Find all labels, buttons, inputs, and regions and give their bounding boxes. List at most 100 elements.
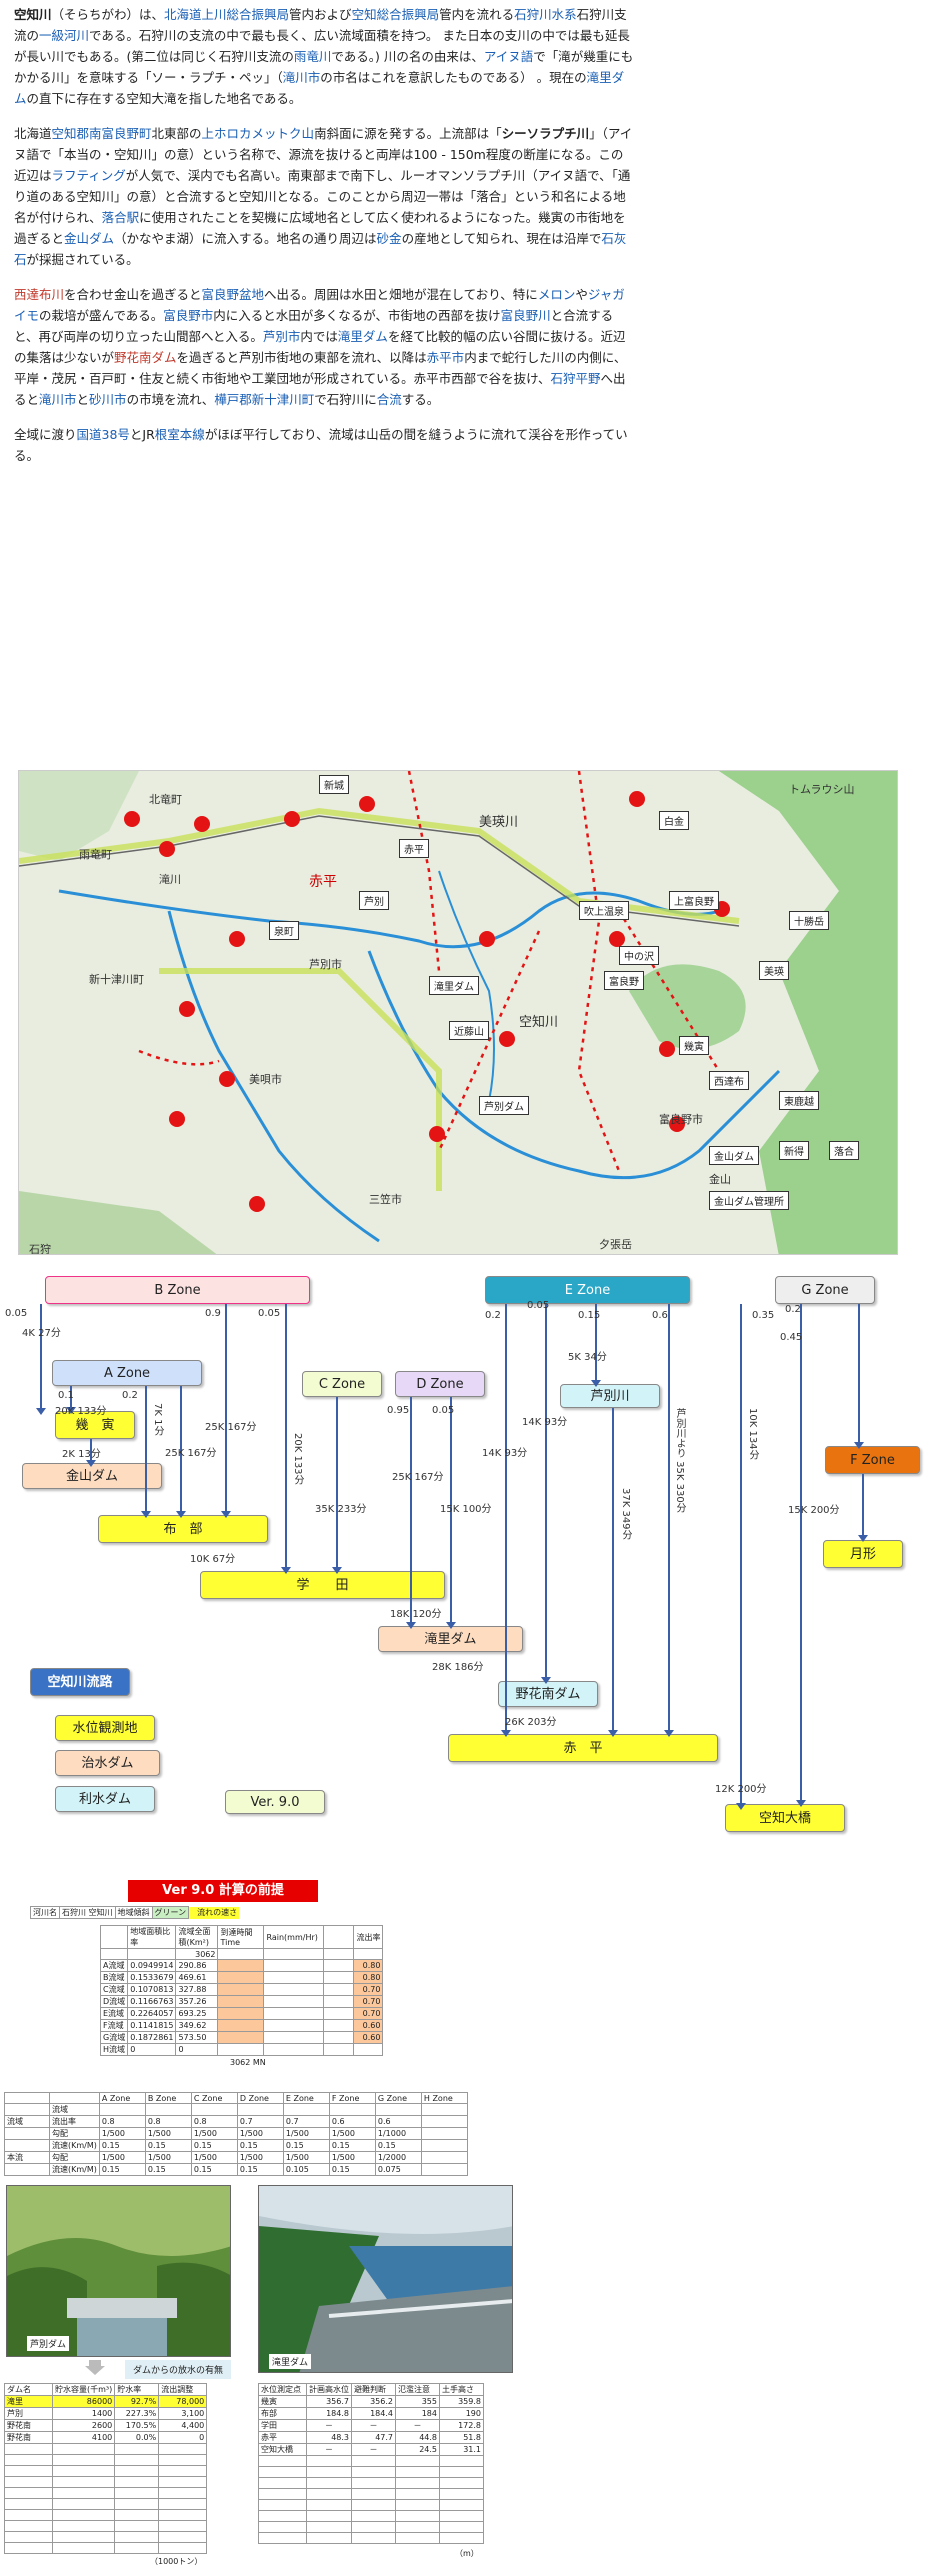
link[interactable]: 金山ダム [64,231,115,246]
link[interactable]: 滝川市 [282,70,321,85]
map-marker[interactable] [124,811,140,827]
map-marker[interactable] [194,816,210,832]
map-label[interactable]: 金山ダム管理所 [709,1191,789,1210]
a-zone-box[interactable]: A Zone [52,1360,202,1386]
map-label[interactable]: 新城 [319,775,349,794]
link[interactable]: 西達布川 [14,287,65,302]
gakuden-station[interactable]: 学 田 [200,1571,445,1599]
link[interactable]: ラフティング [51,168,126,183]
link[interactable]: 空知郡南富良野町 [51,126,152,141]
link[interactable]: 富良野盆地 [201,287,265,302]
link[interactable]: ジャガイモ [14,287,625,323]
map-marker[interactable] [669,1116,685,1132]
map-marker[interactable] [479,931,495,947]
link[interactable]: 滝里ダム [337,329,388,344]
text: である。石狩川の支流の中で最も長く、広い流域面積を持つ。 また日本の支川の中では… [14,28,630,64]
link[interactable]: 国道38号 [76,427,130,442]
map-label[interactable]: 金山ダム [709,1146,759,1165]
map-marker[interactable] [249,1196,265,1212]
map-label[interactable]: 落合 [829,1141,859,1160]
nunobe-station[interactable]: 布 部 [98,1515,268,1543]
link[interactable]: 富良野市 [163,308,214,323]
map-marker[interactable] [429,1126,445,1142]
takisato-dam-photo[interactable]: 滝里ダム [258,2185,513,2373]
map-label[interactable]: 白金 [659,811,689,830]
map-marker[interactable] [499,1031,515,1047]
link[interactable]: 滝川市 [39,392,77,407]
b-zone-box[interactable]: B Zone [45,1276,310,1304]
ashibetsu-river-box[interactable]: 芦別川 [560,1384,660,1408]
takisato-dam[interactable]: 滝里ダム [378,1626,523,1652]
map-label[interactable]: 泉町 [269,921,299,940]
map-marker[interactable] [359,796,375,812]
link[interactable]: メロン [537,287,576,302]
ikutora-station[interactable]: 幾 寅 [55,1411,135,1439]
map-label[interactable]: 幾寅 [679,1036,709,1055]
g-zone-box[interactable]: G Zone [775,1276,875,1304]
text: （そらちがわ）は、 [51,7,165,22]
map-label[interactable]: 吹上温泉 [579,901,629,920]
cell: 1/500 [236,2151,284,2164]
map-marker[interactable] [219,1071,235,1087]
cell: 流域 [4,2115,50,2128]
header-cell [49,2092,100,2104]
link[interactable]: 野花南ダム [114,350,177,365]
map-marker[interactable] [659,1041,675,1057]
cell: 0.60 [353,2019,384,2032]
cell: 本流 [4,2151,50,2164]
cell: 1/500 [328,2127,376,2140]
link[interactable]: 上ホロカメットク山 [201,126,315,141]
map-label[interactable]: 近藤山 [449,1021,489,1040]
map-label[interactable]: 十勝岳 [789,911,829,930]
link[interactable]: 芦別市 [262,329,301,344]
text: 管内および [289,7,352,22]
link[interactable]: 富良野川 [500,308,551,323]
map-marker[interactable] [629,791,645,807]
link[interactable]: アイヌ語 [483,49,534,64]
link[interactable]: 一級河川 [39,28,90,43]
map-label[interactable]: 滝里ダム [429,976,479,995]
map-label[interactable]: 美瑛 [759,961,789,980]
link[interactable]: 北海道上川総合振興局 [164,7,290,22]
link[interactable]: 砂川市 [89,392,127,407]
link[interactable]: 石狩川水系 [514,7,577,22]
map-label[interactable]: 東鹿越 [779,1091,819,1110]
map-marker[interactable] [609,931,625,947]
text: 」（アイヌ語で「本当の・空知川」の意）という名称で、源流を抜けると両岸は100 … [14,126,633,183]
link[interactable]: 石灰石 [14,231,627,267]
link[interactable]: 落合駅 [101,210,140,225]
link[interactable]: 滝里ダム [14,70,625,106]
map-marker[interactable] [159,841,175,857]
map-label[interactable]: 新得 [779,1141,809,1160]
link[interactable]: 雨竜川 [293,49,332,64]
link[interactable]: 根室本線 [154,427,205,442]
map-marker[interactable] [284,811,300,827]
ashibetsu-dam-photo[interactable]: 芦別ダム [6,2185,231,2357]
d-zone-box[interactable]: D Zone [395,1371,485,1397]
f-zone-box[interactable]: F Zone [825,1446,920,1474]
nokanan-dam[interactable]: 野花南ダム [498,1681,598,1707]
map-label[interactable]: 上富良野 [669,891,719,910]
map-label[interactable]: 中の沢 [619,946,659,965]
map-marker[interactable] [179,1001,195,1017]
link[interactable]: 合流 [376,392,402,407]
map-label[interactable]: 西達布 [709,1071,749,1090]
link[interactable]: 砂金 [376,231,402,246]
map-label[interactable]: 芦別ダム [479,1096,529,1115]
map-marker[interactable] [229,931,245,947]
map-label[interactable]: 富良野 [604,971,644,990]
map-marker[interactable] [169,1111,185,1127]
link[interactable]: 石狩平野 [550,371,601,386]
e-zone-box[interactable]: E Zone [485,1276,690,1304]
link[interactable]: 赤平市 [426,350,465,365]
link[interactable]: 樺戸郡新十津川町 [214,392,315,407]
map-label[interactable]: 赤平 [399,839,429,858]
cell: 空知大橋 [258,2443,307,2456]
cell: 0.7 [236,2115,284,2128]
akabira-station[interactable]: 赤 平 [448,1734,718,1762]
link[interactable]: 空知総合振興局 [351,7,440,22]
gekkei-station[interactable]: 月形 [823,1540,903,1568]
cell [4,2139,50,2152]
c-zone-box[interactable]: C Zone [302,1371,382,1397]
map-label[interactable]: 芦別 [359,891,389,910]
